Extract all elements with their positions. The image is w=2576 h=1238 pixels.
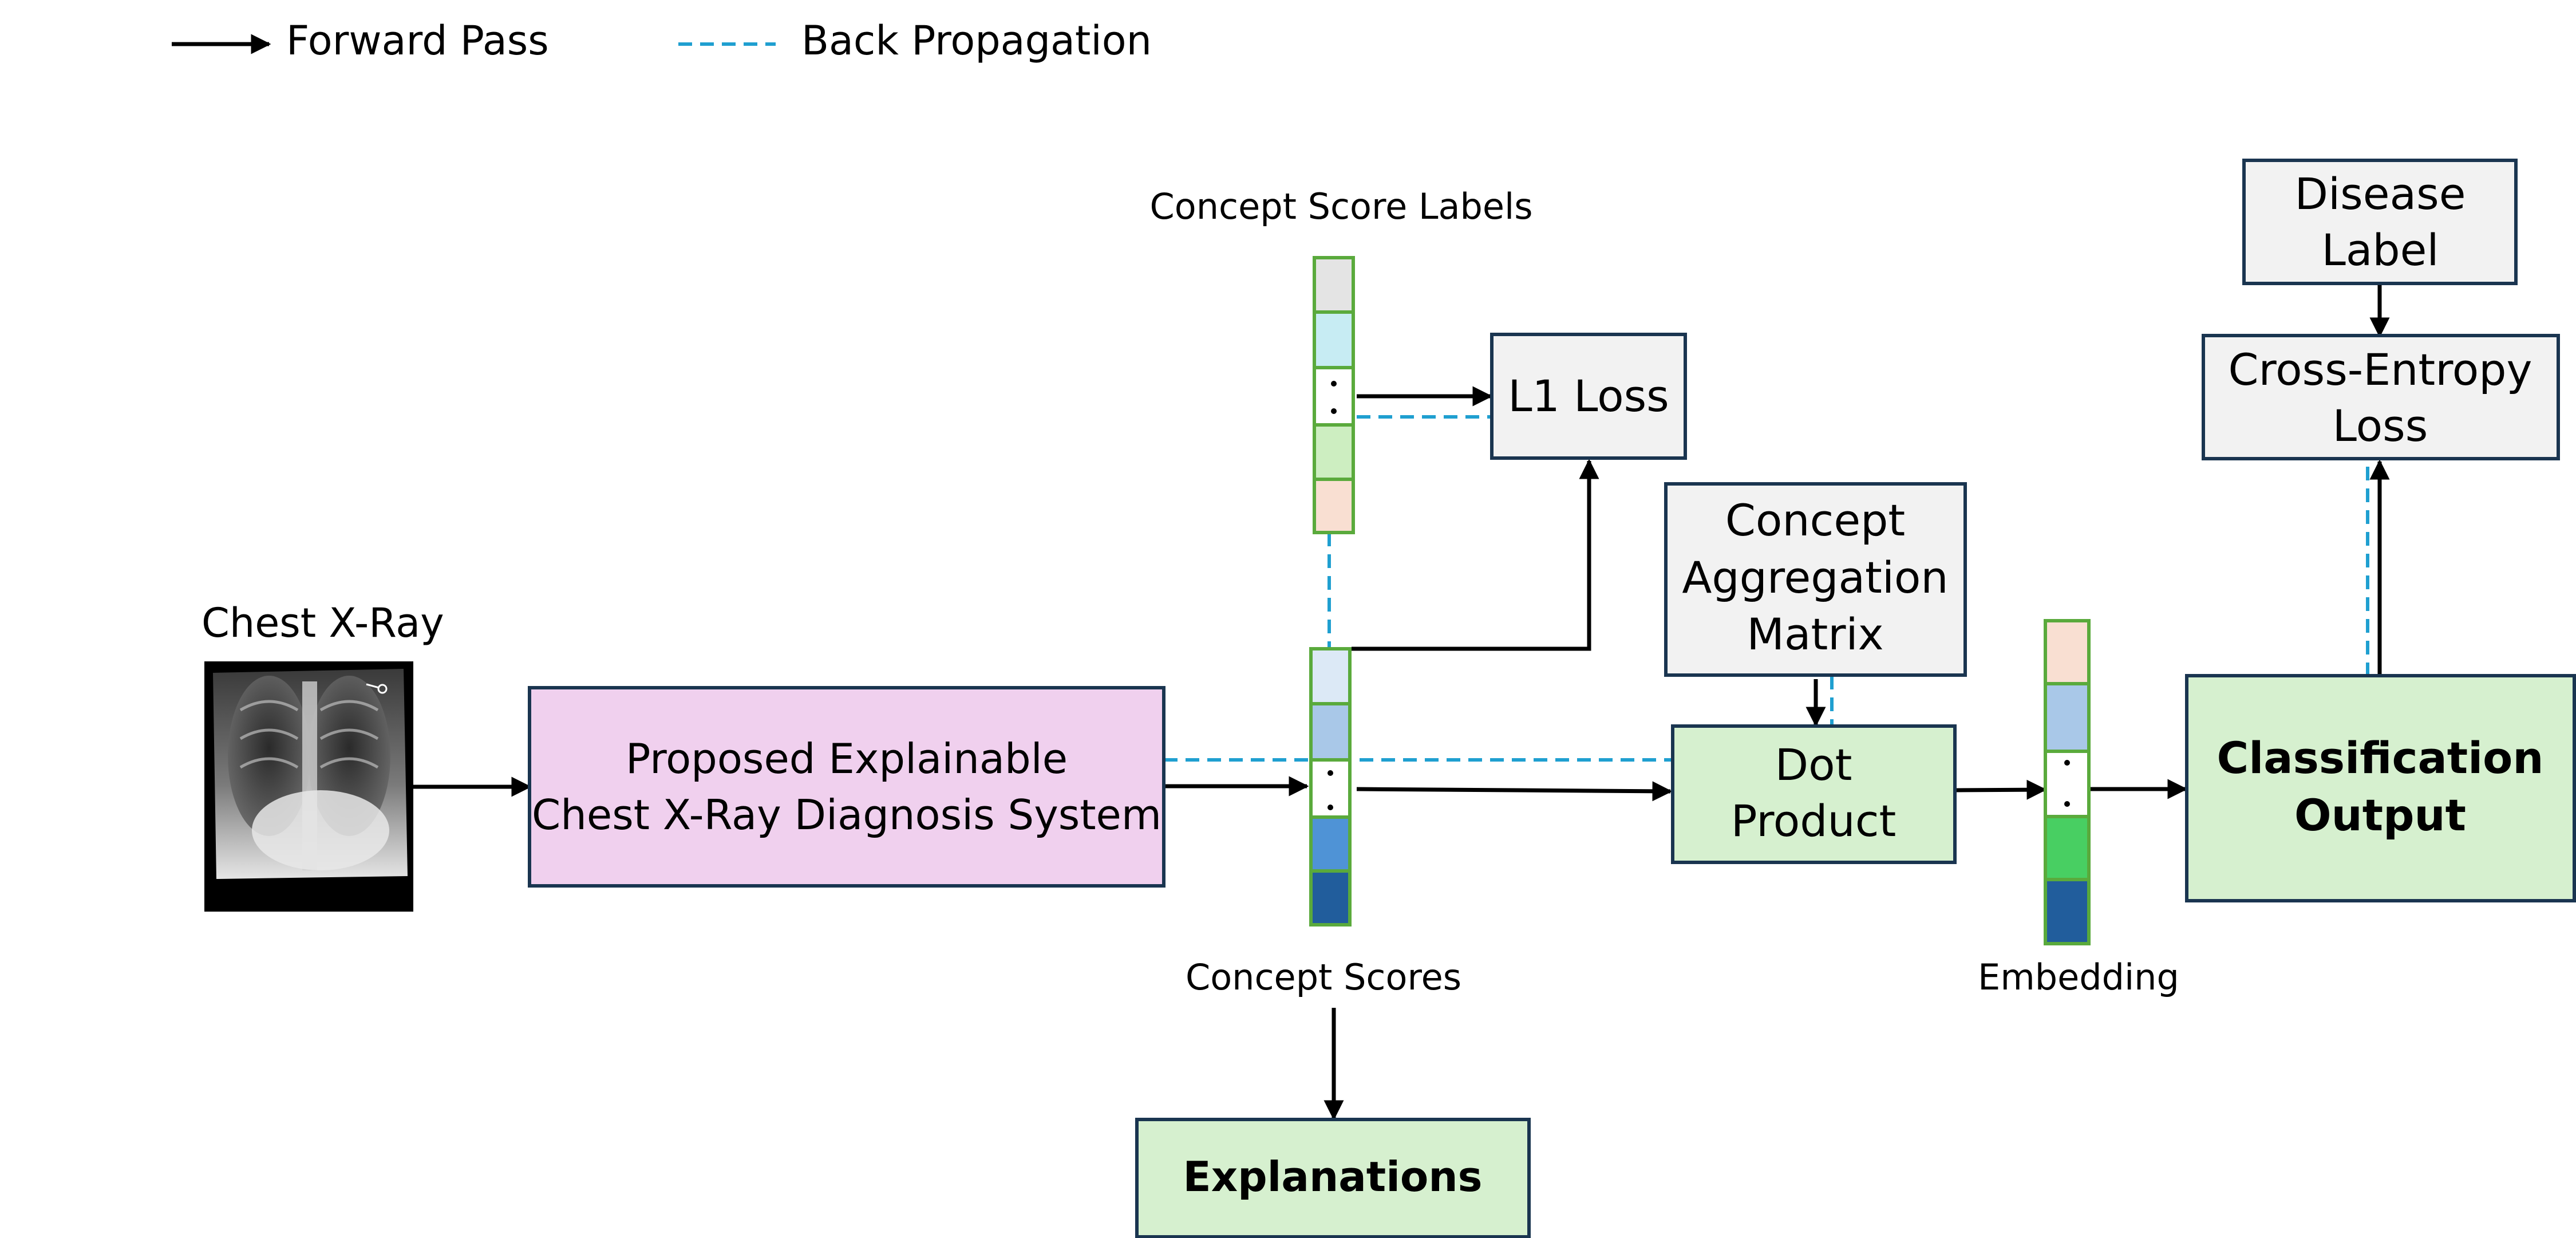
l1-loss-box: L1 Loss: [1490, 333, 1687, 460]
system-box: Proposed Explainable Chest X-Ray Diagnos…: [528, 686, 1165, 888]
dot-product-box: Dot Product: [1671, 724, 1957, 864]
embedding-vector: [2044, 619, 2091, 945]
ce-line-1: Cross-Entropy: [2228, 344, 2532, 395]
explanations-label: Explanations: [1183, 1153, 1483, 1201]
l1-loss-label: L1 Loss: [1508, 370, 1669, 421]
disease-line-2: Label: [2321, 224, 2439, 275]
concept-aggregation-box: Concept Aggregation Matrix: [1664, 482, 1967, 677]
chest-xray-label: Chest X-Ray: [202, 600, 444, 646]
concept-scores-ellipsis: [1327, 770, 1333, 810]
dot-line-1: Dot: [1775, 739, 1852, 790]
agg-line-1: Concept: [1725, 495, 1905, 546]
legend-backprop-label: Back Propagation: [801, 17, 1152, 64]
classification-output-box: Classification Output: [2185, 674, 2576, 902]
agg-line-3: Matrix: [1747, 609, 1883, 660]
concept-score-labels-title: Concept Score Labels: [1149, 186, 1532, 227]
concept-score-labels-ellipsis: [1331, 381, 1337, 414]
backprop-paths: [1164, 415, 2369, 762]
chest-xray-image: [204, 661, 413, 912]
class-line-2: Output: [2294, 790, 2466, 841]
forward-paths: [413, 285, 2390, 1121]
legend: Forward Pass Back Propagation: [172, 17, 1152, 64]
explanations-box: Explanations: [1135, 1118, 1531, 1238]
dot-line-2: Product: [1731, 795, 1897, 846]
embedding-ellipsis: [2064, 760, 2070, 807]
cross-entropy-loss-box: Cross-Entropy Loss: [2202, 334, 2560, 460]
system-line-2: Chest X-Ray Diagnosis System: [532, 791, 1161, 839]
embedding-title: Embedding: [1978, 956, 2179, 998]
concept-scores-vector: [1309, 647, 1352, 926]
disease-label-box: Disease Label: [2242, 159, 2518, 285]
ce-line-2: Loss: [2333, 400, 2428, 451]
class-line-1: Classification: [2217, 732, 2543, 783]
concept-scores-title: Concept Scores: [1186, 956, 1461, 998]
concept-score-labels-vector: [1313, 256, 1355, 534]
legend-forward-label: Forward Pass: [286, 17, 549, 64]
disease-line-1: Disease: [2295, 168, 2466, 219]
system-line-1: Proposed Explainable: [626, 735, 1068, 783]
agg-line-2: Aggregation: [1682, 552, 1948, 603]
